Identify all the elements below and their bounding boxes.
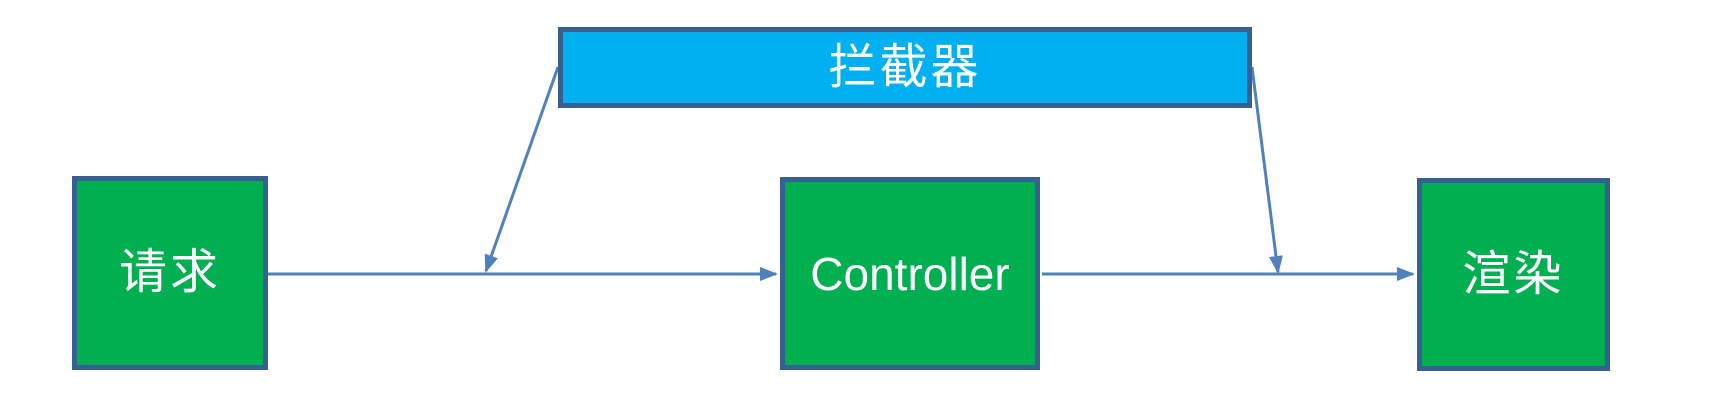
node-controller-label: Controller [810,247,1010,300]
node-request: 请求 [72,176,268,370]
node-controller: Controller [780,177,1040,370]
edge-interceptor-to-request-line [484,66,560,273]
edge-interceptor-to-render-line [1250,66,1283,274]
node-interceptor: 拦截器 [558,27,1252,108]
node-interceptor-label: 拦截器 [828,40,982,94]
node-render: 渲染 [1417,178,1610,371]
node-render-label: 渲染 [1462,247,1565,301]
node-request-label: 请求 [118,246,221,299]
